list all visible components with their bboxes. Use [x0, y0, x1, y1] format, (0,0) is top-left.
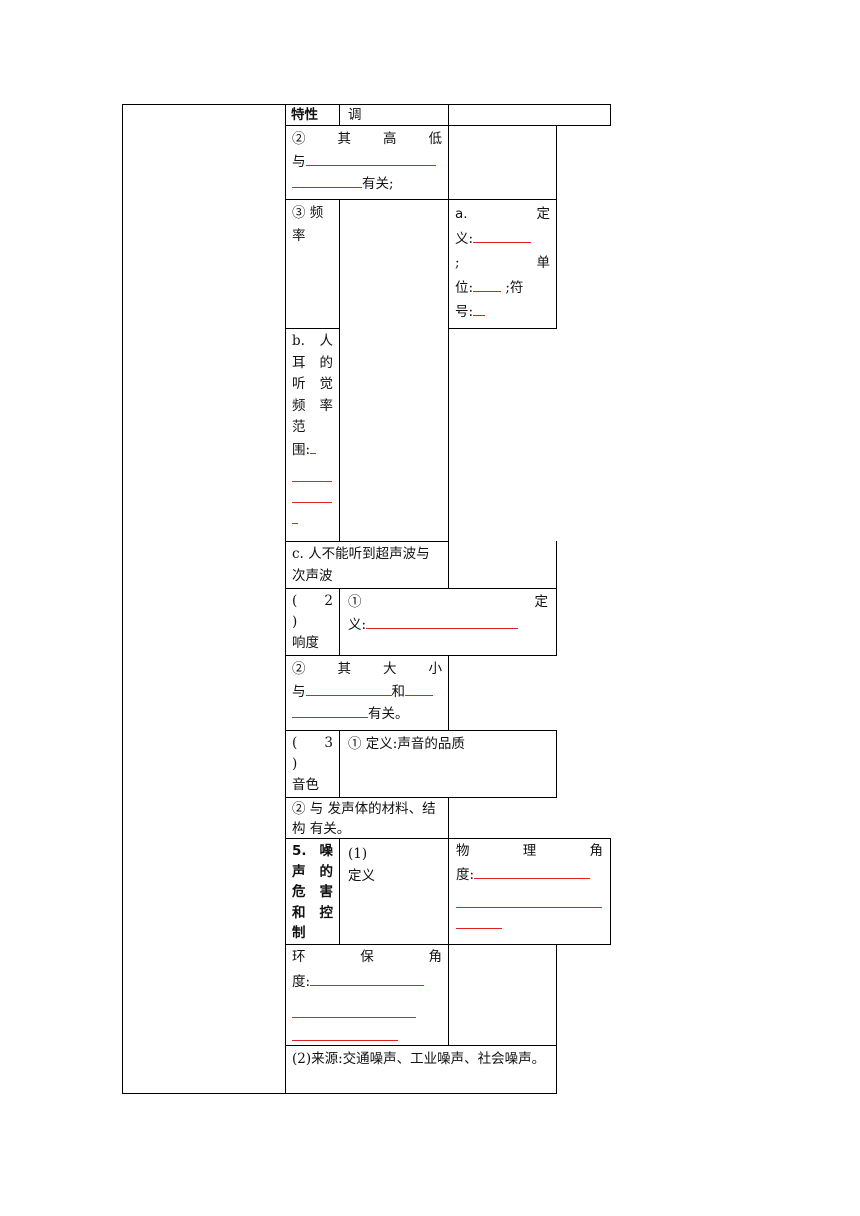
- loudness-definition-blank[interactable]: [366, 614, 519, 629]
- loudness-definition-cell: ① 定 义:: [339, 588, 557, 656]
- pitch-blank-2[interactable]: [292, 173, 362, 188]
- pitch-height-right-cell: [448, 125, 557, 200]
- loudness-blank-2[interactable]: [405, 681, 433, 696]
- timbre-factor-cell: ② 与 发声体的材料、结构 有关。: [285, 797, 449, 839]
- loudness-label-cell: ( 2 ) 响度: [285, 588, 340, 656]
- pitch-height-cell: ② 其 高 低 与 有关;: [285, 125, 449, 200]
- right-segment-line: [556, 541, 557, 589]
- noise-physics-blank-2[interactable]: [456, 887, 602, 908]
- timbre-label-cell: ( 3 ) 音色: [285, 730, 340, 798]
- pitch-blank-1[interactable]: [305, 151, 436, 166]
- frequency-definition-cell: a. 定 义: ; 单 位: ;符 号:: [448, 199, 557, 329]
- characteristic-label: 特性: [285, 104, 340, 126]
- hearing-blank-1[interactable]: [310, 439, 317, 454]
- noise-title-cell: 5. 噪 声 的 危 害 和 控 制: [285, 838, 340, 945]
- loudness-size-cell: ② 其 大 小 与和 有关。: [285, 655, 449, 731]
- noise-source-cell: (2)来源:交通噪声、工业噪声、社会噪声。: [285, 1045, 557, 1094]
- noise-env-blank-3[interactable]: [292, 1018, 398, 1041]
- left-column-cell: [122, 104, 286, 1094]
- loudness-blank-3[interactable]: [292, 703, 368, 718]
- hearing-blank-4[interactable]: [292, 503, 298, 524]
- noise-definition-label-cell: (1) 定义: [339, 838, 449, 945]
- frequency-unit-blank[interactable]: [473, 277, 502, 292]
- frequency-middle-cell: [339, 199, 449, 542]
- noise-env-cell: 环 保 角 度:: [285, 944, 449, 1046]
- frequency-symbol-blank[interactable]: [473, 301, 486, 316]
- noise-physics-cell: 物 理 角 度:: [448, 838, 611, 945]
- hearing-blank-2[interactable]: [292, 461, 332, 482]
- hearing-range-cell: b. 人 耳 的 听 觉 频 率 范 围:: [285, 328, 340, 542]
- timbre-definition-cell: ① 定义:声音的品质: [339, 730, 557, 798]
- frequency-definition-blank[interactable]: [473, 228, 532, 243]
- ultrasound-cell: c. 人不能听到超声波与次声波: [285, 541, 449, 589]
- loudness-blank-1[interactable]: [305, 681, 392, 696]
- noise-physics-blank-1[interactable]: [474, 864, 591, 879]
- noise-env-right-cell: [448, 944, 557, 1046]
- noise-env-blank-1[interactable]: [310, 971, 425, 986]
- row1-right-cell: [448, 104, 611, 126]
- frequency-label-cell: ③ 频 率: [285, 199, 340, 329]
- noise-physics-blank-3[interactable]: [456, 908, 502, 929]
- hearing-blank-3[interactable]: [292, 482, 332, 503]
- pitch-label: 调: [339, 104, 449, 126]
- noise-env-blank-2[interactable]: [292, 995, 416, 1018]
